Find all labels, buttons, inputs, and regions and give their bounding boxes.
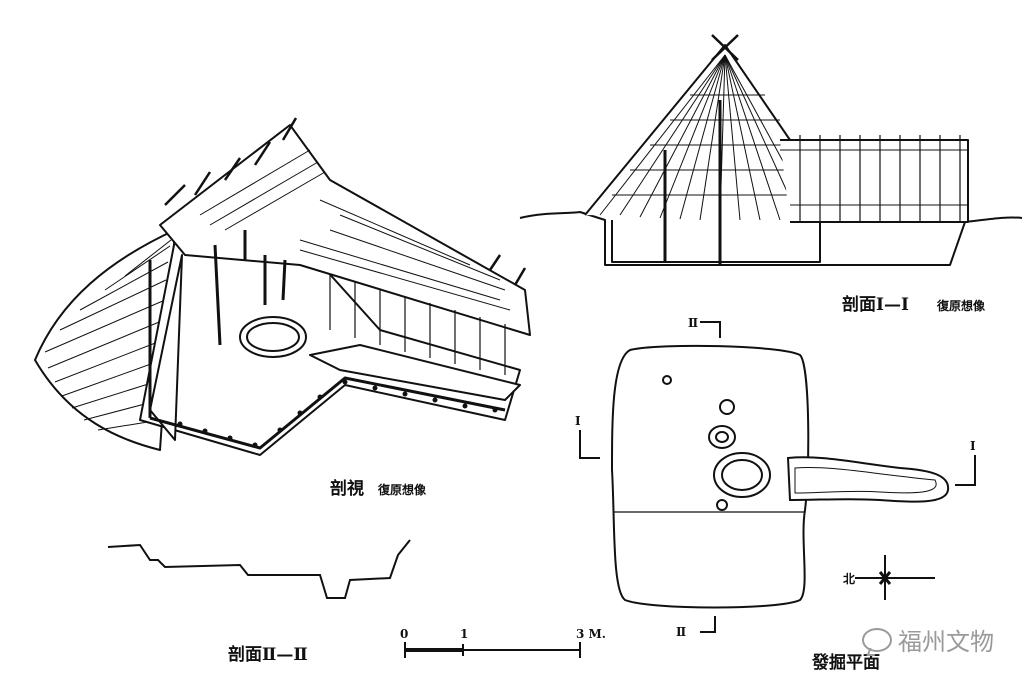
plan-entrance: [786, 456, 950, 503]
scale-tick-3m: 3 M.: [576, 627, 606, 641]
excavation-plan: [579, 321, 976, 633]
long-wall: [780, 139, 969, 223]
section-marker-right: Ⅰ: [970, 439, 976, 453]
ridge-poles: [164, 117, 527, 286]
scale-tick-1: 1: [460, 627, 468, 641]
section-1-drawing: [519, 34, 1023, 266]
roof-thatch-texture: [199, 149, 511, 311]
marker-line-top: [700, 321, 721, 338]
plan-hearth: [713, 452, 771, 498]
pit-inner-wall: [149, 254, 183, 441]
interior-posts: [213, 230, 287, 346]
perspective-cutaway-drawing: [34, 117, 531, 456]
thatched-roof: [159, 124, 531, 336]
plan-outline: [610, 344, 810, 609]
section-2-title: 剖面Ⅱ—Ⅱ: [228, 644, 308, 665]
wechat-icon: [862, 627, 892, 652]
north-arrow-label: 北: [843, 571, 855, 586]
mound-hatching: [44, 239, 172, 431]
plan-hole-2: [719, 399, 735, 415]
post-hole-dots: [177, 379, 498, 448]
plan-hole-3: [708, 425, 736, 449]
roof-apex-cross: [711, 34, 739, 61]
perspective-subtitle: 復原想像: [377, 482, 427, 497]
perspective-title: 剖視: [330, 478, 364, 499]
wall-slats: [329, 275, 506, 375]
marker-line-left: [579, 430, 600, 459]
section-marker-left: Ⅰ: [575, 414, 581, 428]
plan-title: 發掘平面: [811, 652, 880, 673]
section-1-subtitle: 復原想像: [936, 298, 986, 313]
section-2-profile: [107, 539, 411, 599]
marker-line-right: [955, 455, 976, 486]
ground-line: [519, 211, 1023, 266]
marker-line-bottom: [700, 616, 716, 633]
plan-hole-4: [716, 499, 728, 511]
section-marker-top: Ⅱ: [688, 316, 698, 330]
watermark-text: 福州文物: [898, 628, 994, 656]
entrance-ramp: [309, 344, 521, 401]
watermark: 福州文物: [862, 622, 994, 657]
scale-bar: [404, 642, 581, 658]
plan-hole-1: [662, 375, 672, 385]
pit-section: [611, 220, 821, 263]
north-arrow: [855, 555, 935, 600]
scale-tick-0: 0: [400, 627, 408, 641]
section-marker-bottom: Ⅱ: [676, 625, 686, 639]
section-1-title: 剖面Ⅰ—Ⅰ: [842, 294, 909, 315]
section-posts: [663, 100, 722, 265]
